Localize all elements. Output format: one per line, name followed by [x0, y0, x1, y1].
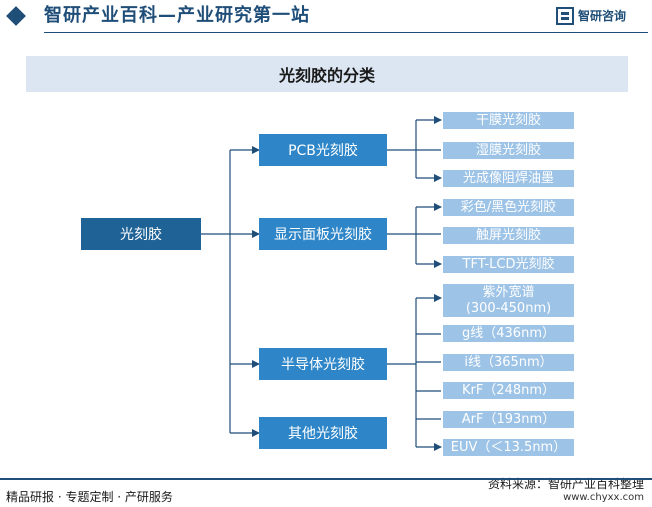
leaf-node-dry-film: 干膜光刻胶	[443, 112, 574, 129]
leaf-node-solder-mask-ink: 光成像阻焊油墨	[443, 170, 574, 187]
leaf-node-i-line: i线（365nm）	[443, 354, 574, 371]
page-header: 智研产业百科—产业研究第一站 智研咨询	[0, 0, 652, 38]
source-note: 资料来源：智研产业百科整理	[487, 477, 644, 491]
category-node-semiconductor: 半导体光刻胶	[259, 348, 387, 380]
root-node: 光刻胶	[81, 218, 201, 250]
category-node-other: 其他光刻胶	[259, 417, 387, 449]
diagram-title: 光刻胶的分类	[278, 66, 375, 85]
leaf-node-wet-film: 湿膜光刻胶	[443, 142, 574, 159]
leaf-node-broadband-uv: 紫外宽谱 (300-450nm)	[443, 284, 574, 317]
footer-divider	[0, 478, 652, 480]
leaf-node-krf: KrF（248nm）	[443, 382, 574, 399]
category-node-pcb: PCB光刻胶	[259, 134, 387, 166]
leaf-node-touch-screen: 触屏光刻胶	[443, 227, 574, 244]
footer-slogan: 精品研报 · 专题定制 · 产研服务	[6, 490, 173, 504]
category-node-display: 显示面板光刻胶	[259, 218, 387, 250]
brand-logo-icon	[556, 7, 574, 25]
leaf-node-g-line: g线（436nm）	[443, 325, 574, 342]
diagram-title-band: 光刻胶的分类	[26, 56, 628, 92]
brand[interactable]: 智研咨询	[556, 6, 640, 26]
site-title: 智研产业百科—产业研究第一站	[44, 5, 310, 26]
brand-name: 智研咨询	[578, 9, 627, 23]
leaf-node-tft-lcd: TFT-LCD光刻胶	[443, 256, 574, 273]
leaf-node-color-black: 彩色/黑色光刻胶	[443, 199, 574, 216]
header-divider	[44, 32, 648, 33]
leaf-node-arf: ArF（193nm）	[443, 411, 574, 428]
footer-url[interactable]: www.chyxx.com	[563, 492, 644, 503]
leaf-node-euv: EUV（＜13.5nm）	[443, 439, 574, 456]
